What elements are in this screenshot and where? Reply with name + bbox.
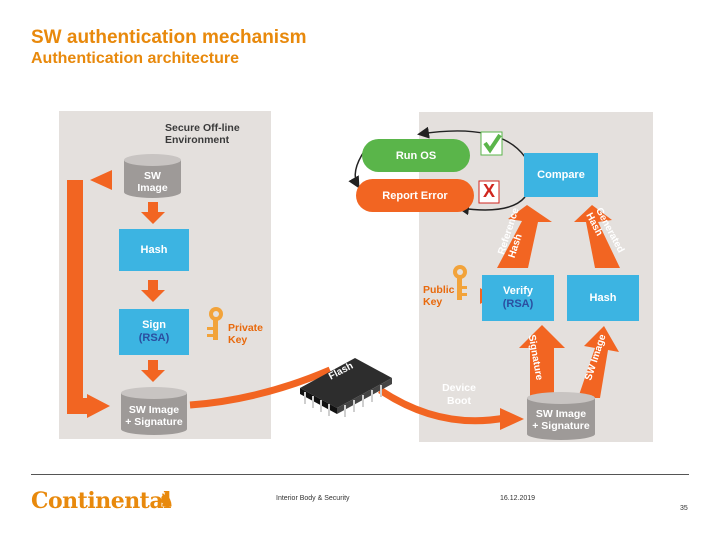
sw-image-signature-cylinder-right <box>527 392 595 440</box>
offline-environment-header: Secure Off-line Environment <box>165 122 240 146</box>
sw-image-signature-cylinder-left <box>121 387 187 435</box>
public-key-icon <box>453 265 467 300</box>
sw-image-label: SW Image <box>137 170 168 194</box>
compare-label: Compare <box>537 168 585 181</box>
public-key-label: Public Key <box>423 284 455 308</box>
hash-box-left-label: Hash <box>140 243 168 256</box>
hash-box-right-label: Hash <box>589 291 617 304</box>
sw-image-arrow <box>578 326 619 398</box>
compare-box: Compare <box>524 153 598 197</box>
flash-chip-icon <box>300 358 392 417</box>
report-error-pill: Report Error <box>356 179 474 212</box>
sign-box: Sign (RSA) <box>119 309 189 355</box>
verify-label: Verify <box>503 285 533 297</box>
slide-title: SW authentication mechanism <box>31 27 307 48</box>
sw-image-signature-label-left: SW Image + Signature <box>125 404 183 428</box>
report-error-label: Report Error <box>382 189 448 202</box>
device-boot-label: Device Boot <box>442 382 476 407</box>
generated-hash-arrow <box>574 205 620 268</box>
private-key-icon <box>207 307 223 340</box>
sw-image-cylinder <box>124 154 181 198</box>
sign-label: Sign <box>142 319 166 331</box>
footer-division: Interior Body & Security <box>276 495 350 502</box>
verify-rsa-label: (RSA) <box>502 298 534 310</box>
hash-box-left: Hash <box>119 229 189 271</box>
sign-rsa-label: (RSA) <box>138 332 170 344</box>
left-loop-arrow <box>67 170 112 418</box>
private-key-label: Private Key <box>228 322 264 346</box>
check-icon <box>480 131 503 156</box>
verify-box: Verify (RSA) <box>482 275 554 321</box>
footer-date: 16.12.2019 <box>500 495 536 502</box>
slide-subtitle: Authentication architecture <box>31 50 240 67</box>
signature-arrow <box>519 325 565 398</box>
down-arrows-left <box>141 202 165 382</box>
horse-logo-icon: ♞ <box>158 490 175 510</box>
error-icon <box>478 180 500 204</box>
footer-divider <box>31 474 689 475</box>
run-os-pill: Run OS <box>362 139 470 172</box>
reference-hash-arrow <box>497 205 552 268</box>
page-number: 35 <box>680 505 688 512</box>
continental-logo: Continental <box>31 488 171 514</box>
flash-transfer-arrows <box>189 366 506 425</box>
sw-image-signature-label-right: SW Image + Signature <box>532 408 590 432</box>
error-mark: X <box>483 181 496 201</box>
hash-box-right: Hash <box>567 275 639 321</box>
run-os-label: Run OS <box>395 149 437 162</box>
